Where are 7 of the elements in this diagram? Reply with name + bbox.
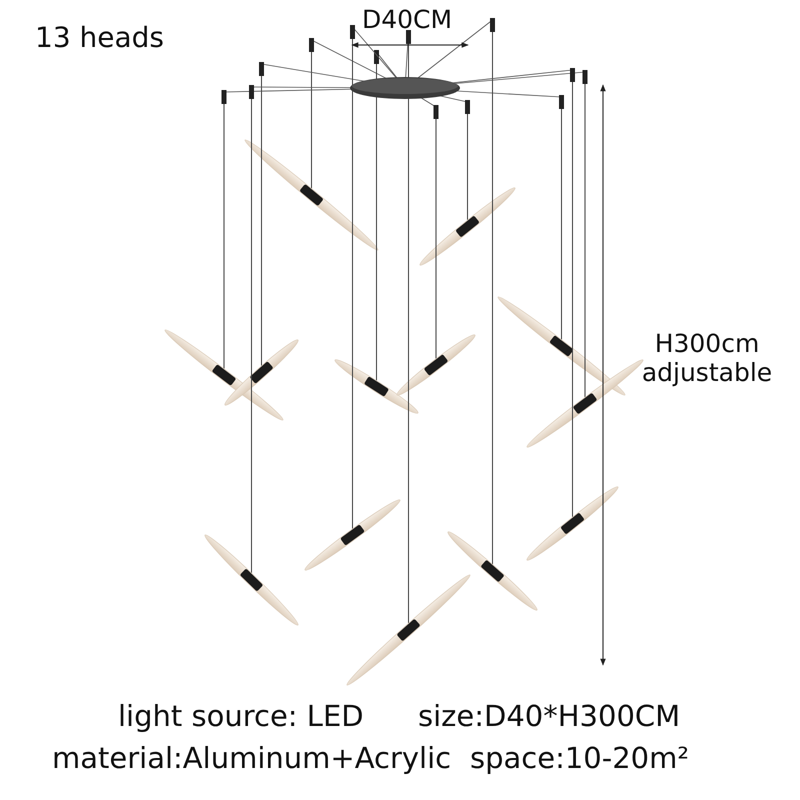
- spec-text: light source: LED: [118, 700, 364, 734]
- spec-text: size:D40*H300CM: [418, 700, 680, 734]
- spec-text: space:10-20m²: [470, 742, 689, 776]
- height-label: H300cm adjustable: [640, 330, 774, 388]
- diameter-label: D40CM: [362, 6, 452, 35]
- spec-text: material:Aluminum+Acrylic: [52, 742, 452, 776]
- heads-count-label: 13 heads: [35, 22, 164, 54]
